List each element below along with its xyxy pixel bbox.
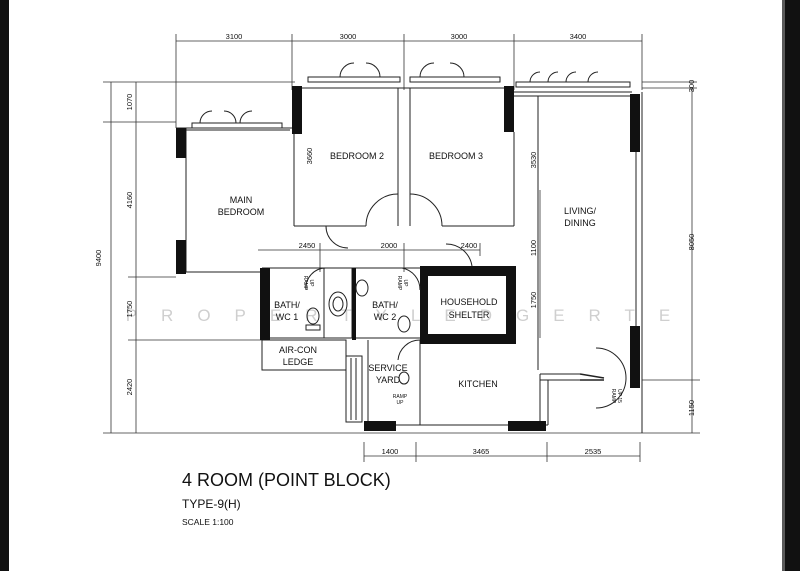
plan-title: 4 ROOM (POINT BLOCK) [182, 470, 391, 490]
room-bath-wc-2-line2: WC 2 [374, 312, 397, 322]
ramp-label-bath2-2: UP [402, 280, 408, 288]
room-bath-wc-1-line2: WC 1 [276, 312, 299, 322]
left-dark-border [0, 0, 9, 571]
dim-left-overall: 9400 [94, 250, 103, 267]
dim-bottom-1: 1400 [382, 447, 399, 456]
room-aircon-ledge-line1: AIR-CON [279, 345, 317, 355]
ramp-label-bath1: RAMP [302, 276, 308, 291]
ramp-label-yard-2: UP [397, 400, 405, 406]
dim-inner-living: 1100 [529, 240, 538, 256]
doors [199, 62, 627, 409]
room-household-shelter-line1: HOUSEHOLD [440, 297, 498, 307]
dim-left-3: 1750 [125, 301, 134, 318]
ramp-label-bath2: RAMP [396, 276, 402, 291]
dim-mid-3: 2400 [461, 241, 478, 250]
dim-left-2: 4160 [125, 192, 134, 209]
room-bath-wc-2-line1: BATH/ [372, 300, 398, 310]
room-labels: MAIN BEDROOM BEDROOM 2 BEDROOM 3 LIVING/… [218, 151, 597, 389]
dim-mid-2: 2000 [381, 241, 398, 250]
right-dark-border [782, 0, 800, 571]
dim-left-1: 1070 [125, 94, 134, 111]
room-bedroom-2: BEDROOM 2 [330, 151, 384, 161]
dim-top-2: 3000 [340, 32, 357, 41]
dim-right-lower: 1150 [687, 400, 696, 416]
plan-subtitle: TYPE-9(H) [182, 497, 241, 511]
room-bedroom-3: BEDROOM 3 [429, 151, 483, 161]
dim-inner-bedroom-3: 3530 [529, 152, 538, 169]
dim-left-4: 2420 [125, 379, 134, 396]
dim-inner-bedroom-2: 3660 [305, 148, 314, 165]
dim-bottom-3: 2535 [585, 447, 602, 456]
dim-top-3: 3000 [451, 32, 468, 41]
room-living-line2: DINING [564, 218, 596, 228]
ramp-label-entrance-2: UP 15 [616, 389, 622, 403]
dim-top-1: 3100 [226, 32, 243, 41]
room-aircon-ledge-line2: LEDGE [283, 357, 314, 367]
ramp-label-entrance: RAMP [610, 389, 616, 404]
dim-top-4: 3400 [570, 32, 587, 41]
interior-outlines [176, 76, 643, 433]
room-household-shelter-line2: SHELTER [449, 310, 490, 320]
ramp-label-bath1-2: UP [308, 280, 314, 288]
dim-top-right: 300 [687, 80, 696, 93]
dim-bottom-2: 3465 [473, 447, 490, 456]
room-main-bedroom-line2: BEDROOM [218, 207, 265, 217]
room-service-yard-line1: SERVICE [368, 363, 407, 373]
ramp-labels: RAMP UP RAMP UP RAMP UP RAMP UP 15 [302, 276, 622, 406]
ramp-label-yard: RAMP [393, 394, 408, 400]
room-bath-wc-1-line1: BATH/ [274, 300, 300, 310]
dim-right-overall: 8050 [687, 234, 696, 251]
room-service-yard-line2: YARD [376, 375, 401, 385]
room-main-bedroom-line1: MAIN [230, 195, 253, 205]
dimension-lines [103, 34, 700, 462]
room-kitchen: KITCHEN [458, 379, 498, 389]
structural-walls [176, 86, 640, 431]
room-living-line1: LIVING/ [564, 206, 597, 216]
dim-mid-1: 2450 [299, 241, 316, 250]
dimension-labels: 3100 3000 3000 3400 300 2450 2000 2400 1… [94, 32, 696, 456]
dim-inner-shelter: 1750 [529, 292, 538, 309]
sanitary-fixtures [305, 279, 411, 385]
plan-scale: SCALE 1:100 [182, 517, 234, 527]
